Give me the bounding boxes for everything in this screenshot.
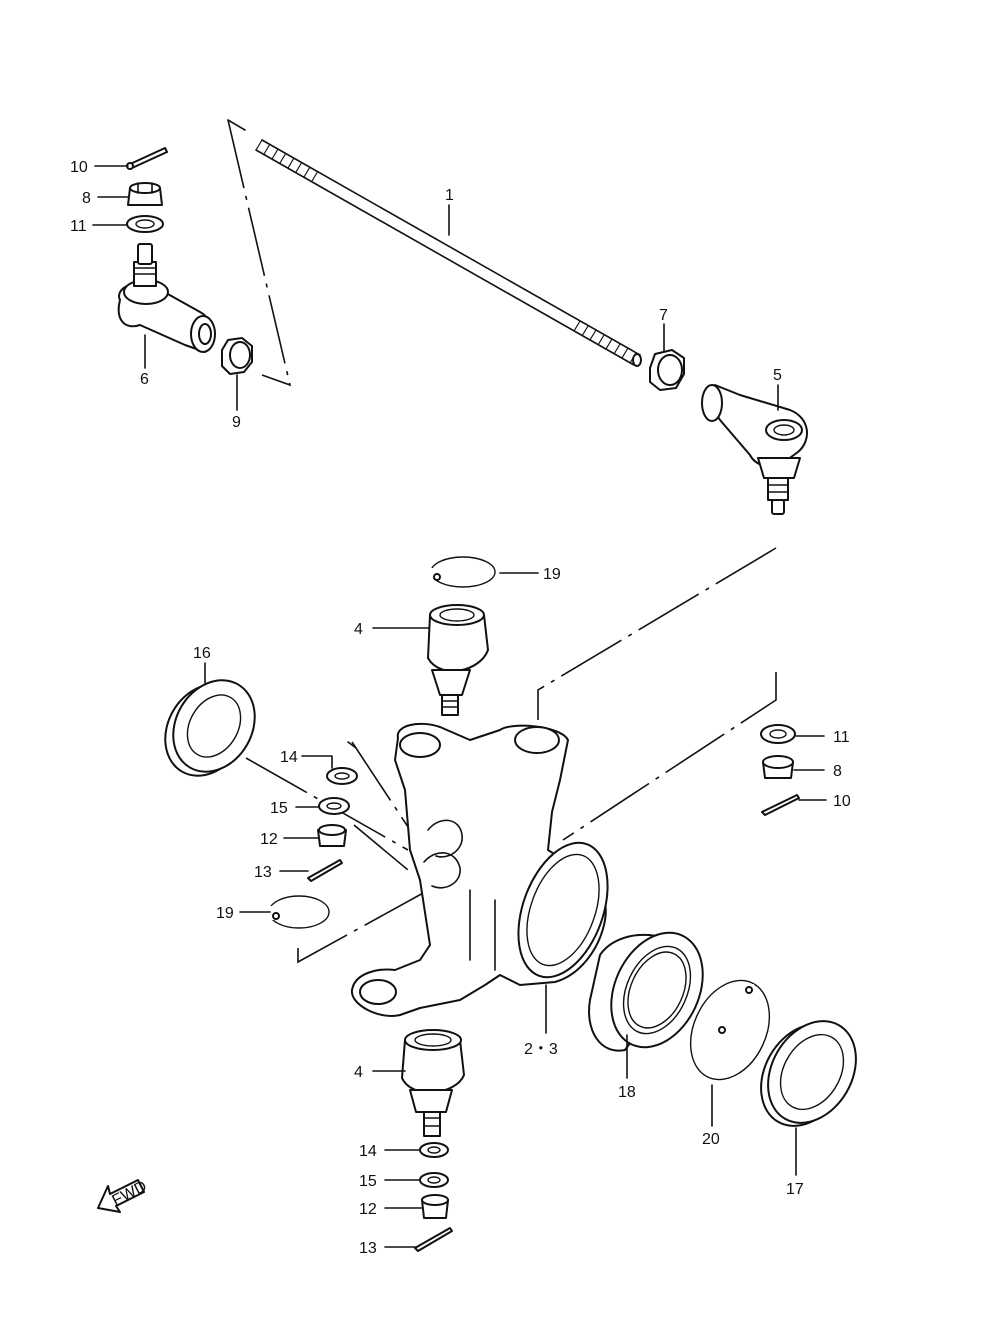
callout-16: 16: [193, 645, 211, 662]
washer-14-mid[interactable]: [326, 767, 358, 785]
oil-seal-17[interactable]: [743, 1005, 873, 1142]
castle-nut-12-mid[interactable]: [317, 824, 347, 847]
callout-5: 5: [773, 367, 782, 384]
callout-13-bottom: 13: [359, 1240, 377, 1257]
callout-12-bottom: 12: [359, 1201, 377, 1218]
callout-12-mid: 12: [260, 831, 278, 848]
callout-10-right: 10: [833, 793, 851, 810]
callout-4-bottom: 4: [354, 1064, 363, 1081]
callout-14-bottom: 14: [359, 1143, 377, 1160]
ball-joint-4-bottom[interactable]: [401, 1029, 465, 1137]
nut-9[interactable]: [221, 337, 253, 375]
callout-8-right: 8: [833, 763, 842, 780]
washer-15-bottom[interactable]: [419, 1172, 449, 1188]
tie-rod[interactable]: [255, 139, 642, 367]
tie-rod-end-left[interactable]: [117, 243, 216, 353]
nut-7[interactable]: [649, 349, 685, 391]
washer-14-bottom[interactable]: [419, 1142, 449, 1158]
callout-2-3: 2・3: [524, 1041, 558, 1058]
callout-1: 1: [445, 187, 454, 204]
callout-15-mid: 15: [270, 800, 288, 817]
callout-14-mid: 14: [280, 749, 298, 766]
callout-10-top: 10: [70, 159, 88, 176]
steering-knuckle[interactable]: [350, 722, 625, 1017]
fwd-label: FWD: [109, 1178, 149, 1210]
castle-nut-8-right[interactable]: [762, 755, 794, 779]
washer-11-top[interactable]: [126, 215, 164, 233]
cotter-pin-10-right[interactable]: [761, 794, 800, 816]
washer-15-mid[interactable]: [318, 797, 350, 815]
callout-8-top: 8: [82, 190, 91, 207]
callout-6: 6: [140, 371, 149, 388]
callout-19-lower: 19: [216, 905, 234, 922]
tie-rod-end-right[interactable]: [701, 384, 808, 515]
fwd-arrow-icon: FWD: [97, 1178, 150, 1213]
circlip-20[interactable]: [675, 968, 784, 1093]
callout-19-top: 19: [543, 566, 561, 583]
assembly-guide-lines: [227, 119, 777, 964]
circlip-19-lower[interactable]: [268, 895, 330, 929]
callout-13-mid: 13: [254, 864, 272, 881]
callout-11-right: 11: [833, 729, 850, 746]
callout-17: 17: [786, 1181, 804, 1198]
callout-9: 9: [232, 414, 241, 431]
cotter-pin-10-top[interactable]: [126, 147, 168, 170]
castle-nut-12-bottom[interactable]: [421, 1194, 449, 1219]
callout-labels: 10 8 11 6 9 1 7 5 19 4 16 14 15 12 13 19…: [70, 159, 851, 1257]
circlip-19-top[interactable]: [428, 556, 496, 588]
callout-7: 7: [659, 307, 668, 324]
ball-joint-4-top[interactable]: [427, 604, 489, 716]
callout-18: 18: [618, 1084, 636, 1101]
leader-lines: [92, 165, 827, 1248]
oil-seal-16[interactable]: [149, 665, 271, 790]
cotter-pin-13-mid[interactable]: [307, 859, 343, 882]
cotter-pin-13-bottom[interactable]: [414, 1227, 453, 1252]
castle-nut-8-top[interactable]: [127, 182, 163, 206]
washer-11-right[interactable]: [760, 724, 796, 744]
callout-15-bottom: 15: [359, 1173, 377, 1190]
callout-11-top: 11: [70, 218, 87, 235]
callout-20: 20: [702, 1131, 720, 1148]
bearing-18[interactable]: [588, 918, 720, 1062]
callout-4-top: 4: [354, 621, 363, 638]
